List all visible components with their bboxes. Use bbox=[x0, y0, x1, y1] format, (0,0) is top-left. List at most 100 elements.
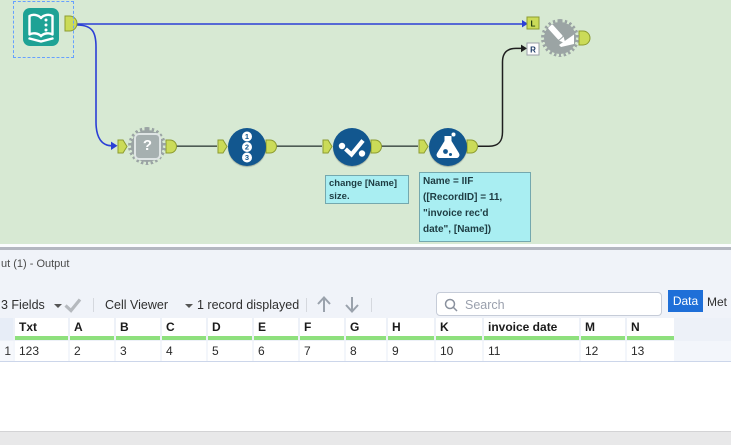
row-number[interactable]: 1 bbox=[0, 341, 13, 361]
macro-input-right-label: R bbox=[530, 46, 536, 55]
status-bar bbox=[0, 431, 731, 445]
macro-input-left-label: L bbox=[531, 20, 536, 29]
column-green-underline bbox=[436, 336, 482, 340]
column-header[interactable]: F bbox=[300, 318, 344, 336]
column-green-underline bbox=[208, 336, 252, 340]
arrow-up-icon[interactable] bbox=[314, 293, 334, 315]
output-anchor[interactable] bbox=[265, 139, 277, 154]
arrowhead-icon bbox=[111, 141, 118, 150]
toolbar-separator bbox=[306, 298, 307, 312]
column-header[interactable]: M bbox=[581, 318, 625, 336]
grid-cell[interactable]: 3 bbox=[116, 341, 160, 361]
column-header[interactable]: invoice date bbox=[484, 318, 579, 336]
input-anchor[interactable] bbox=[418, 139, 429, 154]
tab-data[interactable]: Data bbox=[668, 290, 703, 312]
input-anchor[interactable] bbox=[217, 139, 228, 154]
tool-formula[interactable] bbox=[429, 128, 467, 166]
tab-metadata[interactable]: Met bbox=[707, 295, 728, 309]
tool-unknown-macro[interactable]: ? bbox=[128, 127, 166, 165]
column-header[interactable]: G bbox=[346, 318, 386, 336]
search-input[interactable] bbox=[463, 295, 657, 315]
column-green-underline bbox=[581, 336, 625, 340]
connections-layer: L R bbox=[64, 15, 591, 154]
cell-viewer-dropdown[interactable]: Cell Viewer bbox=[105, 298, 168, 312]
column-green-underline bbox=[162, 336, 206, 340]
column-green-underline bbox=[70, 336, 114, 340]
column-green-underline bbox=[627, 336, 674, 340]
checkmark-icon[interactable] bbox=[63, 296, 82, 314]
grid-cell[interactable]: 9 bbox=[388, 341, 434, 361]
annotation-select[interactable]: change [Name] size. bbox=[325, 175, 409, 204]
toolbar-separator bbox=[93, 298, 94, 312]
annotation-formula[interactable]: Name = IIF ([RecordID] = 11, "invoice re… bbox=[419, 172, 531, 242]
column-green-underline bbox=[484, 336, 579, 340]
grid-cell[interactable]: 8 bbox=[346, 341, 386, 361]
arrow-down-icon[interactable] bbox=[342, 293, 362, 315]
results-panel-title: ut (1) - Output bbox=[1, 258, 70, 270]
grid-cell[interactable]: 123 bbox=[15, 341, 68, 361]
column-green-underline bbox=[116, 336, 160, 340]
question-mark-icon: ? bbox=[134, 133, 161, 160]
record-id-123-icon: 1 2 3 bbox=[242, 131, 252, 163]
grid-cell[interactable]: 10 bbox=[436, 341, 482, 361]
grid-cell[interactable]: 6 bbox=[254, 341, 298, 361]
macro-input-left-anchor[interactable] bbox=[526, 16, 540, 30]
grid-corner bbox=[0, 318, 13, 340]
arrowhead-icon bbox=[521, 44, 527, 53]
chevron-down-icon[interactable] bbox=[185, 304, 193, 308]
toolbar-separator bbox=[371, 298, 372, 312]
fields-dropdown[interactable]: 3 Fields bbox=[1, 298, 45, 312]
grid-cell[interactable]: 12 bbox=[581, 341, 625, 361]
grid-cell[interactable]: 7 bbox=[300, 341, 344, 361]
tool-record-id[interactable]: 1 2 3 bbox=[228, 128, 266, 166]
column-header[interactable]: N bbox=[627, 318, 674, 336]
panel-divider-line[interactable] bbox=[0, 247, 731, 250]
output-anchor[interactable] bbox=[578, 30, 591, 46]
macro-input-right-anchor[interactable] bbox=[526, 42, 540, 56]
record-count-label: 1 record displayed bbox=[197, 298, 300, 312]
tool-select[interactable] bbox=[333, 128, 371, 166]
tool-text-input[interactable] bbox=[23, 8, 59, 46]
grid-cell[interactable]: 11 bbox=[484, 341, 579, 361]
pen-icon bbox=[548, 24, 574, 47]
column-header[interactable]: A bbox=[70, 318, 114, 336]
grid-bottom-border bbox=[0, 361, 731, 362]
column-header[interactable]: D bbox=[208, 318, 252, 336]
search-box[interactable] bbox=[436, 292, 662, 316]
flask-icon bbox=[436, 132, 460, 159]
output-anchor[interactable] bbox=[165, 139, 177, 154]
select-check-icon bbox=[338, 139, 366, 158]
svg-text:1: 1 bbox=[245, 132, 249, 141]
selection-rectangle bbox=[13, 1, 74, 58]
column-header[interactable]: H bbox=[388, 318, 434, 336]
grid-cell[interactable]: 2 bbox=[70, 341, 114, 361]
input-anchor[interactable] bbox=[117, 139, 128, 154]
column-header[interactable]: K bbox=[436, 318, 482, 336]
book-icon bbox=[28, 13, 54, 43]
input-anchor[interactable] bbox=[322, 139, 333, 154]
column-header[interactable]: E bbox=[254, 318, 298, 336]
column-header[interactable]: Txt bbox=[15, 318, 68, 336]
workflow-canvas[interactable]: L R ? bbox=[0, 0, 731, 244]
column-green-underline bbox=[300, 336, 344, 340]
svg-text:2: 2 bbox=[245, 143, 249, 152]
column-green-underline bbox=[15, 336, 68, 340]
results-empty-area bbox=[0, 362, 731, 431]
search-icon bbox=[444, 298, 458, 312]
connection-formula-to-macro-right[interactable] bbox=[468, 47, 524, 147]
grid-cell[interactable]: 4 bbox=[162, 341, 206, 361]
column-header[interactable]: B bbox=[116, 318, 160, 336]
panel-divider bbox=[0, 244, 731, 247]
connection-input-to-unknown[interactable] bbox=[76, 24, 113, 147]
grid-cell[interactable]: 5 bbox=[208, 341, 252, 361]
column-header[interactable]: C bbox=[162, 318, 206, 336]
arrowhead-icon bbox=[522, 20, 528, 28]
grid-cell[interactable]: 13 bbox=[627, 341, 674, 361]
output-anchor[interactable] bbox=[466, 139, 478, 154]
tool-output-macro[interactable] bbox=[541, 19, 579, 57]
chevron-down-icon[interactable] bbox=[54, 304, 62, 308]
column-green-underline bbox=[388, 336, 434, 340]
output-anchor[interactable] bbox=[370, 139, 382, 154]
column-green-underline bbox=[254, 336, 298, 340]
